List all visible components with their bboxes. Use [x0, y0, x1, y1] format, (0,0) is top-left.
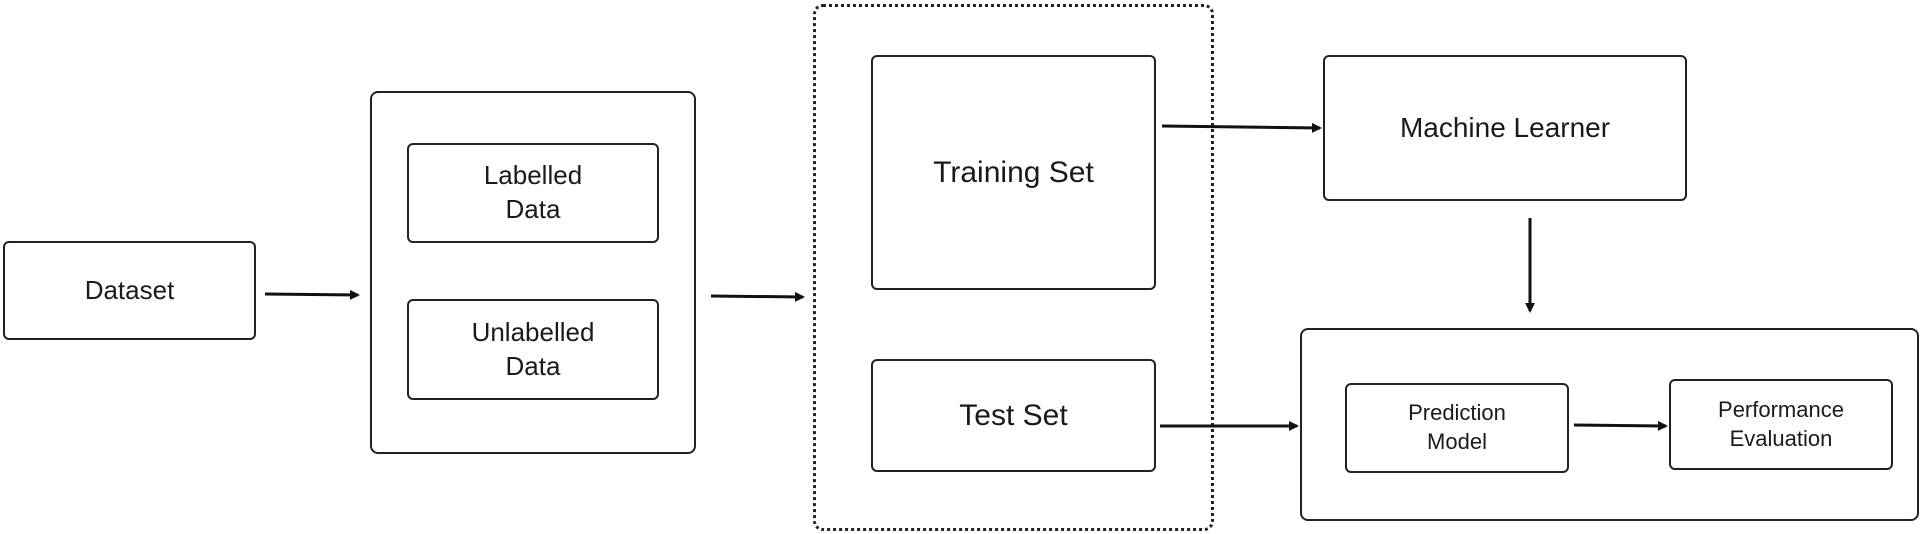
test-set-node: Test Set: [871, 359, 1156, 472]
unlabelled-data-label-line1: Unlabelled: [471, 316, 595, 347]
prediction-model-label-line2: Model: [1427, 429, 1487, 454]
arrow-dataset-to-data-group: [264, 289, 360, 300]
unlabelled-data-label-line2: Data: [505, 350, 561, 381]
performance-evaluation-node: Performance Evaluation: [1669, 379, 1893, 470]
arrow-data-group-to-split-group: [710, 291, 805, 302]
labelled-data-node: Labelled Data: [407, 143, 659, 243]
evaluation-group: [1300, 328, 1919, 521]
training-set-label: Training Set: [933, 156, 1094, 189]
split-group: [813, 4, 1214, 531]
test-set-label: Test Set: [959, 399, 1068, 432]
performance-evaluation-label-line1: Performance: [1718, 396, 1844, 422]
unlabelled-data-node: Unlabelled Data: [407, 299, 659, 400]
prediction-model-label-line1: Prediction: [1408, 400, 1506, 426]
dataset-label: Dataset: [84, 274, 175, 305]
machine-learner-node: Machine Learner: [1323, 55, 1687, 201]
prediction-model-node: Prediction Model: [1345, 383, 1569, 473]
labelled-data-label-line1: Labelled: [483, 160, 583, 191]
data-group: [370, 91, 696, 454]
arrow-training-set-to-machine-learner: [1161, 122, 1322, 133]
training-set-node: Training Set: [871, 55, 1156, 290]
performance-evaluation-label-line2: Evaluation: [1729, 425, 1833, 451]
machine-learner-label: Machine Learner: [1399, 111, 1611, 143]
labelled-data-label-line2: Data: [505, 194, 561, 224]
dataset-node: Dataset: [3, 241, 256, 340]
arrow-prediction-model-to-performance-evaluation: [1573, 420, 1668, 431]
